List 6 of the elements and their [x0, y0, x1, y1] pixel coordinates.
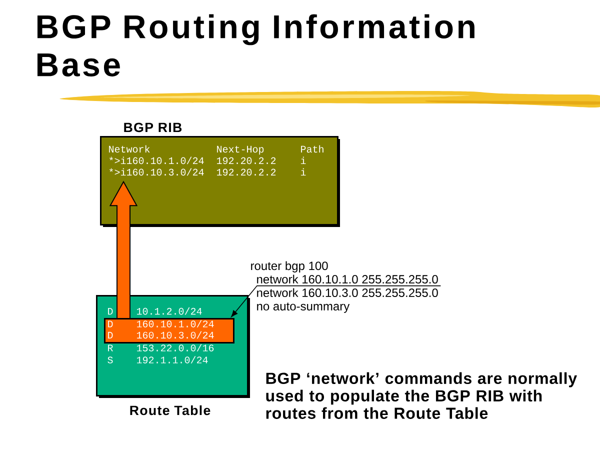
note-text: BGP ‘network’ commands are normally used to populate the BGP RIB with routes from the Route Table [266, 372, 577, 419]
panel-caption: Route Table [130, 405, 210, 416]
config-text: router bgp 100 network 160.10.1.0 255.255.255.0 network 160.10.3.0 255.255.255.0 no auto-summary [251, 261, 438, 313]
leader-line [231, 285, 442, 318]
title: BGP Routing Information Base [37, 14, 474, 76]
panel-heading: BGP RIB [124, 122, 182, 132]
